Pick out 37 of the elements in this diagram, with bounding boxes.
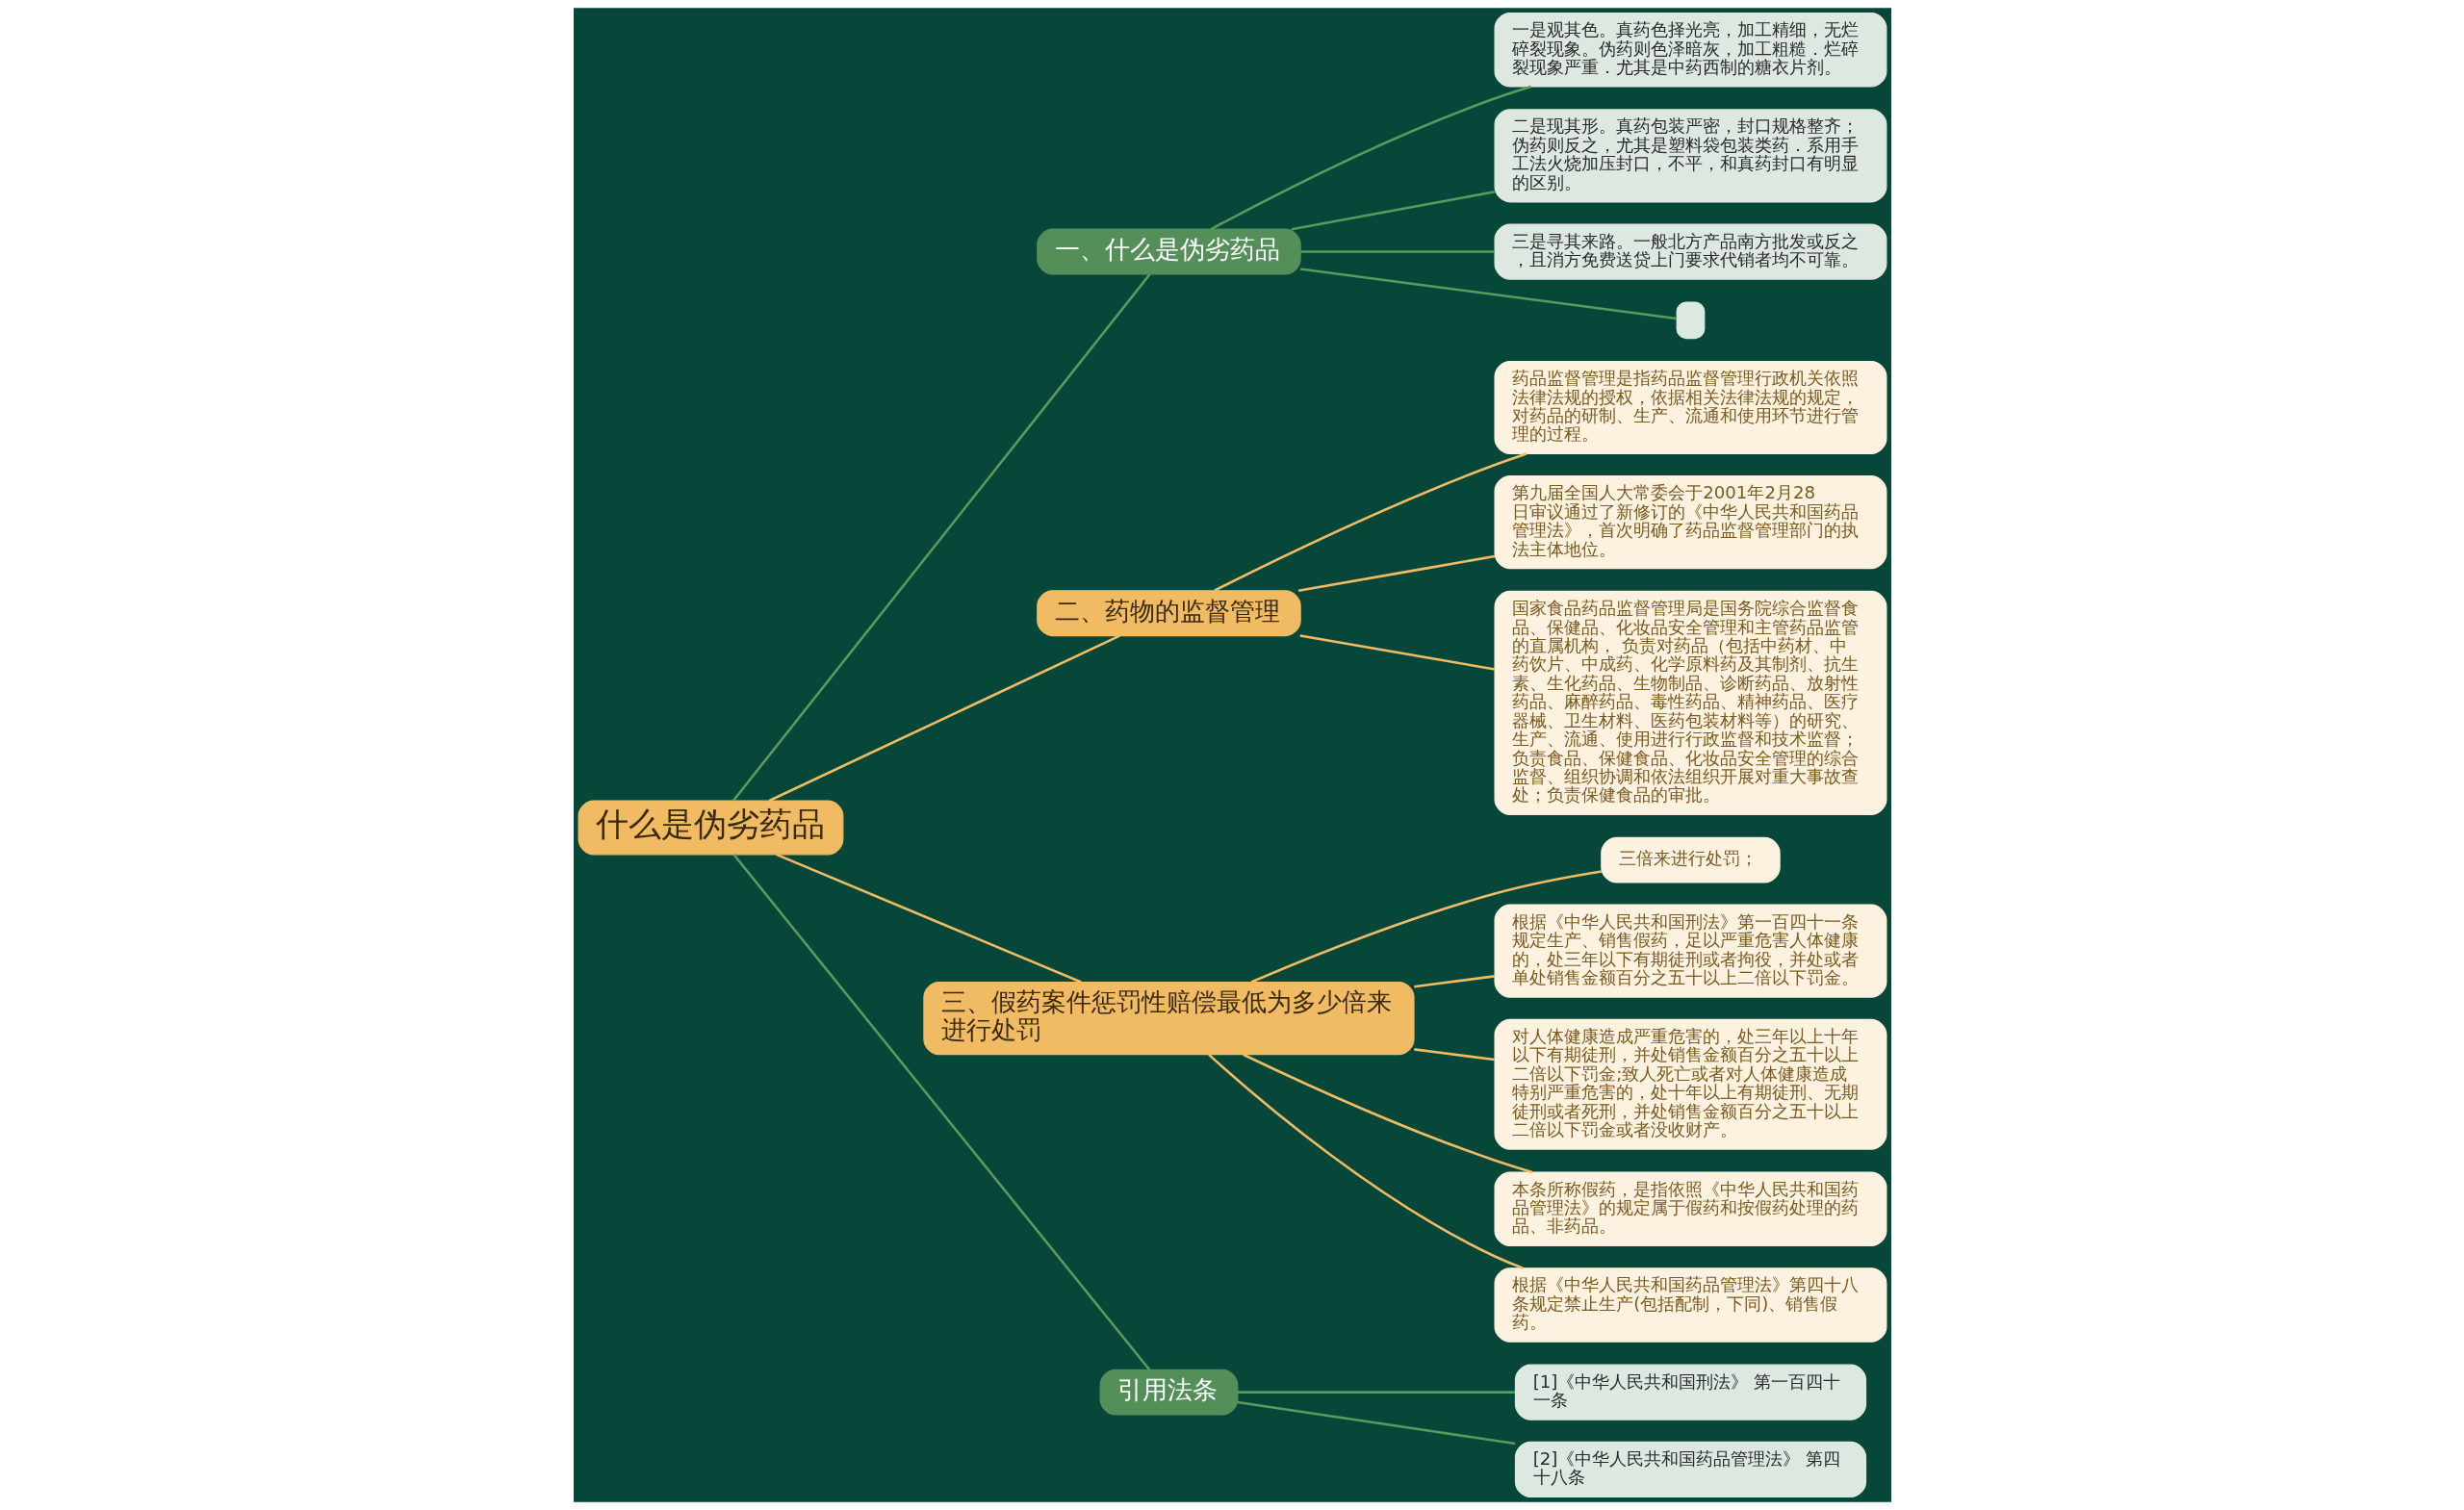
node-box: 三、假药案件惩罚性赔偿最低为多少倍来进行处罚	[922, 981, 1415, 1056]
connector	[1297, 554, 1495, 593]
node-box: 引用法条	[1099, 1369, 1238, 1416]
connector	[1213, 452, 1527, 592]
node-box: 一、什么是伪劣药品	[1036, 228, 1301, 275]
connector	[1250, 870, 1602, 984]
node-box	[1676, 301, 1705, 340]
node-box: 国家食品药品监督管理局是国务院综合监督食品、保健品、化妆品安全管理和主管药品监管的直属机构， 负责对药品（包括中药材、中药饮片、中成药、化学原料药及其制剂、抗生素、生化药品、生物制品、诊断药品、放射性药品、麻醉药品、毒性药品、精神药品、医疗器械、卫生材料、医药包装材料等）的研究、生产、流通、使用进行行政监督和技术监督；负责食品、保健食品、化妆品安全管理的综合监督、组织协调和依法组织开展对重大事故查处；负责保健食品的审批。	[1494, 590, 1886, 815]
connector	[1299, 250, 1495, 253]
connector	[1413, 1048, 1495, 1062]
node-box: 根据《中华人民共和国刑法》第一百四十一条规定生产、销售假药，足以严重危害人体健康的，处三年以下有期徒刑或者拘役，并处或者单处销售金额百分之五十以上二倍以下罚金。	[1494, 904, 1886, 998]
connector	[1237, 1391, 1515, 1394]
connector	[732, 854, 1150, 1370]
connector	[1291, 191, 1495, 231]
connector	[1299, 634, 1495, 671]
node-box: 药品监督管理是指药品监督管理行政机关依照法律法规的授权，依据相关法律法规的规定，对药品的研制、生产、流通和使用环节进行管理的过程。	[1494, 360, 1886, 455]
connector	[732, 273, 1151, 802]
connector	[1242, 1053, 1532, 1174]
node-box: 什么是伪劣药品	[578, 800, 843, 856]
node-box: 根据《中华人民共和国药品管理法》第四十八条规定禁止生产(包括配制，下同)、销售假药。	[1494, 1267, 1886, 1343]
node-box: [2]《中华人民共和国药品管理法》 第四十八条	[1514, 1441, 1866, 1498]
node-box: 三是寻其来路。一般北方产品南方批发或反之，且消方免费送贷上门要求代销者均不可靠。	[1494, 223, 1886, 280]
connector	[1413, 975, 1495, 988]
connector	[768, 634, 1120, 803]
connector	[1207, 1053, 1524, 1269]
node-box: 二、药物的监督管理	[1036, 590, 1301, 637]
node-box: 二是现其形。真药包装严密，封口规格整齐；伪药则反之，尤其是塑料袋包装类药．系用手工法火烧加压封口，不平，和真药封口有明显的区别。	[1494, 109, 1886, 203]
connector	[775, 853, 1082, 984]
connector	[1210, 85, 1531, 231]
connector	[1299, 268, 1677, 320]
node-box: 第九届全国人大常委会于2001年2月28日审议通过了新修订的《中华人民共和国药品管理法》，首次明确了药品监督管理部门的执法主体地位。	[1494, 475, 1886, 570]
connector	[1237, 1400, 1515, 1446]
node-box: [1]《中华人民共和国刑法》 第一百四十一条	[1514, 1364, 1866, 1420]
node-box: 对人体健康造成严重危害的，处三年以上十年以下有期徒刑，并处销售金额百分之五十以上二倍以下罚金;致人死亡或者对人体健康造成特别严重危害的，处十年以上有期徒刑、无期徒刑或者死刑，并处销售金额百分之五十以上二倍以下罚金或者没收财产。	[1494, 1018, 1886, 1150]
node-box: 一是观其色。真药色择光亮，加工精细，无烂碎裂现象。伪药则色泽暗灰，加工粗糙．烂碎裂现象严重．尤其是中药西制的糖衣片剂。	[1494, 12, 1886, 88]
node-box: 本条所称假药，是指依照《中华人民共和国药品管理法》的规定属于假药和按假药处理的药品、非药品。	[1494, 1171, 1886, 1247]
node-box: 三倍来进行处罚；	[1600, 836, 1781, 883]
